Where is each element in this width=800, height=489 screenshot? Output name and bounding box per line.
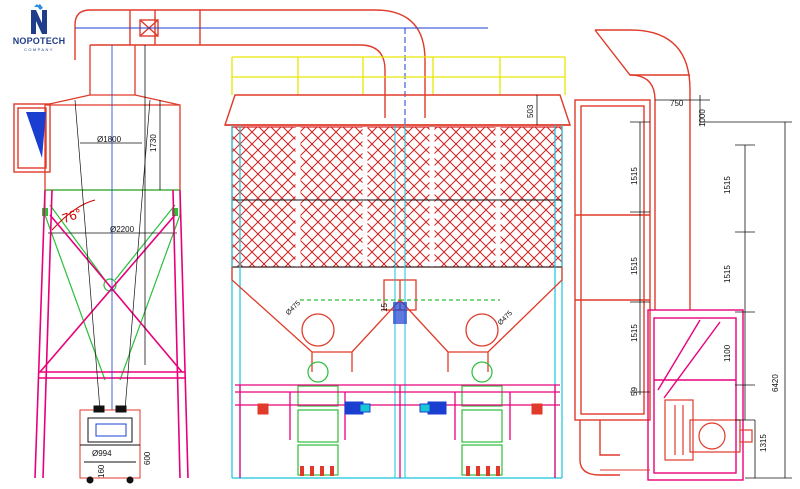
dim-left-1515-a: 1515	[630, 167, 639, 185]
company-logo: NOPOTECH COMPANY	[4, 4, 74, 52]
dim-duct-750: 750	[670, 99, 684, 108]
dim-left-1515-b: 1515	[630, 257, 639, 275]
dim-left-1515-c: 1515	[630, 324, 639, 342]
side-inlet-box	[13, 103, 51, 173]
dim-right-1515-b: 1515	[723, 265, 732, 283]
dim-cyclone-diameter: Ø1800	[97, 135, 122, 144]
inlet-duct	[74, 9, 426, 118]
dim-valve-diameter: Ø994	[92, 449, 112, 458]
logo-mark-icon	[31, 4, 47, 34]
cyclone-unit	[13, 45, 189, 484]
dim-right-1100: 1100	[723, 344, 732, 362]
fan-motor	[664, 399, 753, 461]
dim-fan-1315: 1315	[759, 434, 768, 452]
bag-filter-house	[224, 56, 571, 479]
dim-right-59: 59	[630, 387, 639, 396]
dim-total-height: 6420	[771, 374, 780, 392]
filter-bags	[231, 126, 563, 268]
dim-center-15: 15	[380, 303, 389, 312]
dim-right-1515-a: 1515	[723, 176, 732, 194]
dim-valve-h600: 600	[143, 451, 152, 465]
dim-roof-503: 503	[526, 104, 535, 118]
rotary-valve	[79, 405, 141, 484]
dim-duct-1000: 1000	[698, 109, 707, 127]
dim-cone-diameter: Ø2200	[110, 225, 135, 234]
logo-subtitle: COMPANY	[24, 47, 54, 52]
dim-valve-h160: 160	[97, 464, 106, 478]
logo-name: NOPOTECH	[12, 36, 66, 46]
dim-cyclone-height: 1730	[149, 134, 158, 152]
exhaust-duct-fan	[574, 29, 792, 481]
